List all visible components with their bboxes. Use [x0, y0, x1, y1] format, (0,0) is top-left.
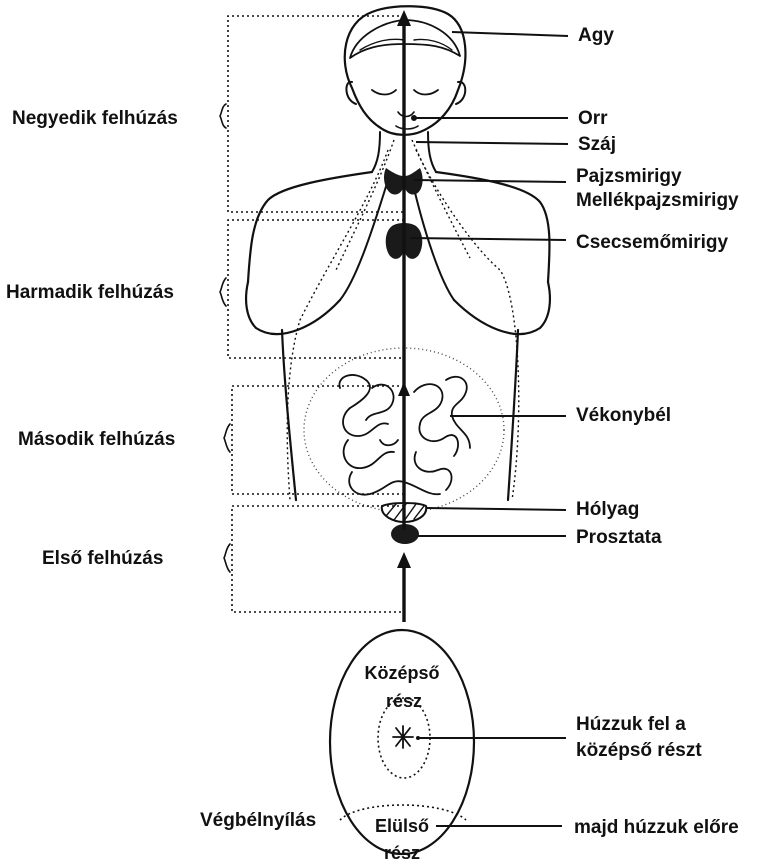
- bladder-label: Hólyag: [576, 499, 639, 520]
- instruction-1-line-2: középső részt: [576, 740, 702, 761]
- arrow-up-icon: [398, 382, 410, 396]
- mouth-label: Száj: [578, 134, 616, 155]
- anus-title: Végbélnyílás: [200, 810, 316, 831]
- arrow-up-icon: [397, 552, 411, 568]
- first-stage-label: Első felhúzás: [42, 548, 163, 569]
- leader-lines: [410, 32, 568, 536]
- brain-label: Agy: [578, 25, 614, 46]
- nose-label: Orr: [578, 108, 608, 129]
- prostate-label: Prosztata: [576, 527, 662, 548]
- instruction-1-line-1: Húzzuk fel a: [576, 714, 686, 735]
- parathyroid-label: Mellékpajzsmirigy: [576, 190, 739, 211]
- third-stage-label: Harmadik felhúzás: [6, 282, 174, 303]
- arrow-up-icon: [397, 10, 411, 26]
- second-stage-label: Második felhúzás: [18, 429, 175, 450]
- thyroid-label: Pajzsmirigy: [576, 166, 682, 187]
- front-part-label-2: rész: [384, 843, 420, 863]
- second-stage-bracket: [232, 386, 404, 494]
- anus-center-mark: [393, 726, 413, 748]
- front-part-label-1: Elülső: [375, 816, 429, 836]
- thymus-label: Csecsemőmirigy: [576, 232, 729, 253]
- middle-part-label-1: Középső: [364, 663, 439, 683]
- fourth-stage-label: Negyedik felhúzás: [12, 108, 178, 129]
- small-intestine-label: Vékonybél: [576, 405, 671, 426]
- middle-part-label-2: rész: [386, 691, 422, 711]
- body-figure: [246, 6, 550, 512]
- instruction-2: majd húzzuk előre: [574, 817, 739, 838]
- first-stage-bracket: [232, 506, 404, 612]
